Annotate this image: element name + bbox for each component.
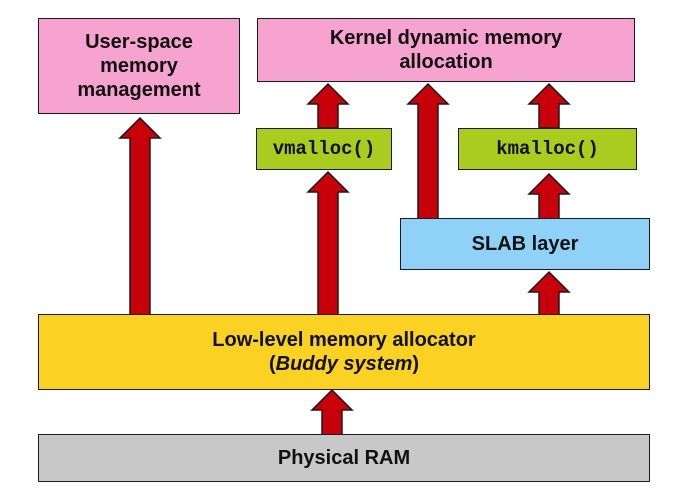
user-space-line-1: User-space <box>85 31 193 53</box>
arrow-lowlevel-to-vmalloc <box>306 170 350 317</box>
physical-ram-box: Physical RAM <box>38 434 650 482</box>
low-level-paren-close: ) <box>412 353 420 375</box>
arrow-lowlevel-to-slab <box>527 270 571 317</box>
low-level-allocator-box: Low-level memory allocator (Buddy system… <box>38 314 650 390</box>
vmalloc-label: vmalloc() <box>272 137 376 160</box>
kernel-dynamic-allocation-box: Kernel dynamic memory allocation <box>257 18 635 82</box>
arrow-vmalloc-to-kernel <box>306 82 350 129</box>
low-level-paren-open: ( <box>268 353 276 375</box>
kernel-dynamic-line-2: allocation <box>399 51 493 73</box>
arrow-lowlevel-to-userspace <box>118 116 162 317</box>
buddy-system-label: Buddy system <box>275 353 413 375</box>
arrow-kmalloc-to-kernel <box>527 82 571 129</box>
vmalloc-box: vmalloc() <box>256 128 392 170</box>
kernel-dynamic-line-1: Kernel dynamic memory <box>329 27 563 49</box>
kmalloc-box: kmalloc() <box>458 128 637 170</box>
arrow-slab-to-kmalloc <box>527 172 571 221</box>
slab-layer-box: SLAB layer <box>400 218 650 270</box>
user-space-memory-box: User-space memory management <box>38 18 240 114</box>
low-level-line-1: Low-level memory allocator <box>212 329 476 351</box>
low-level-line-2: (Buddy system) <box>269 352 419 376</box>
user-space-line-3: management <box>77 79 201 101</box>
slab-layer-label: SLAB layer <box>471 233 579 255</box>
arrow-ram-to-lowlevel <box>310 388 354 437</box>
user-space-line-2: memory <box>100 55 178 77</box>
kmalloc-label: kmalloc() <box>496 137 599 160</box>
physical-ram-label: Physical RAM <box>277 447 411 469</box>
arrow-slab-to-kernel <box>406 82 450 221</box>
